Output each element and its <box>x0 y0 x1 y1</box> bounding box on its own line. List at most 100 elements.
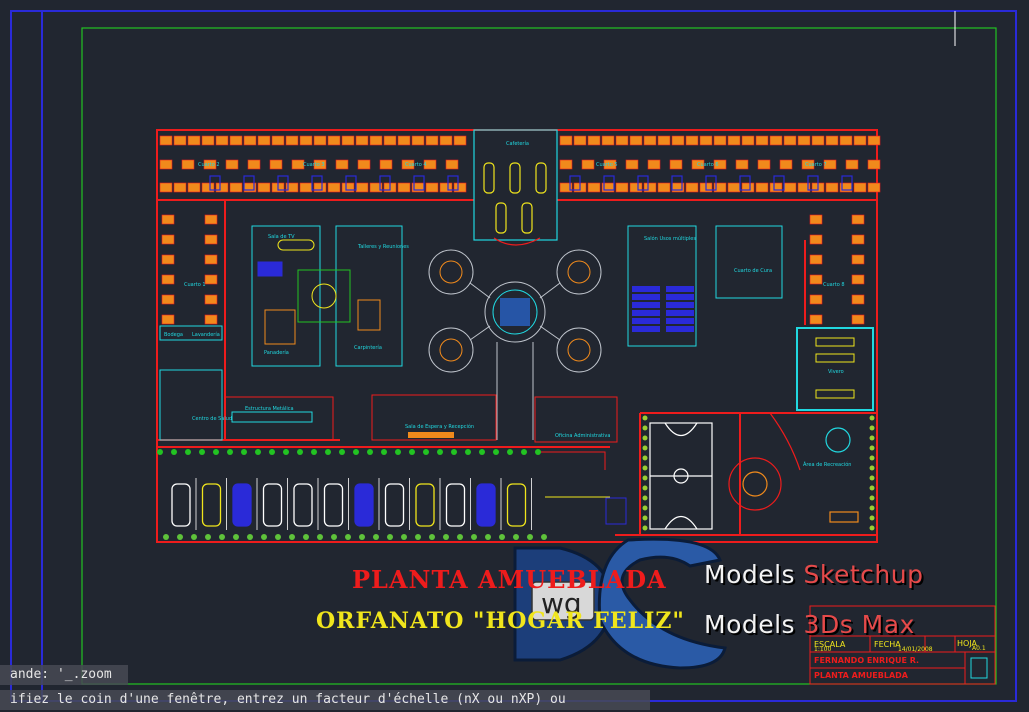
label-talleres: Talleres y Reuniones <box>357 244 409 250</box>
shrub <box>642 495 648 501</box>
bed <box>853 182 867 193</box>
bed <box>809 214 823 225</box>
bed <box>439 182 453 193</box>
bed <box>713 159 727 170</box>
bed <box>643 182 657 193</box>
shrub <box>255 449 261 455</box>
shrub <box>415 534 421 540</box>
label-cuarto-8: Cuarto 8 <box>823 282 845 288</box>
label-lavanderia: Lavandería <box>192 331 220 338</box>
bed <box>757 159 771 170</box>
shrub <box>381 449 387 455</box>
watermark-line-2: Models 3Ds Max <box>704 610 915 639</box>
bed <box>355 182 369 193</box>
bed <box>285 182 299 193</box>
bed <box>851 214 865 225</box>
bed <box>713 135 727 146</box>
bed <box>699 135 713 146</box>
locker <box>379 175 391 191</box>
title-block-hoja-label: HOJA <box>957 639 978 648</box>
bed <box>657 182 671 193</box>
bed <box>809 294 823 305</box>
locker <box>773 175 785 191</box>
locker <box>413 175 425 191</box>
bed <box>313 135 327 146</box>
locker <box>311 175 323 191</box>
seat-row <box>632 326 660 332</box>
bed <box>161 214 175 225</box>
shrub <box>185 449 191 455</box>
locker <box>739 175 751 191</box>
bed <box>601 135 615 146</box>
bed <box>201 182 215 193</box>
bed <box>357 159 371 170</box>
bed <box>783 182 797 193</box>
locker <box>209 175 221 191</box>
bed <box>425 182 439 193</box>
label-salon-usos: Salón Usos múltiples <box>644 235 696 242</box>
bed <box>203 159 217 170</box>
bed <box>215 135 229 146</box>
shrub <box>869 485 875 491</box>
shrub <box>642 505 648 511</box>
shrub <box>205 534 211 540</box>
bed <box>727 135 741 146</box>
bed <box>204 314 218 325</box>
bed <box>587 135 601 146</box>
bed <box>257 135 271 146</box>
bed <box>285 135 299 146</box>
label-oficina-admin: Oficina Administrativa <box>555 433 610 439</box>
shrub <box>642 475 648 481</box>
bed <box>851 274 865 285</box>
command-prompt-line[interactable]: ifiez le coin d'une fenêtre, entrez un f… <box>0 690 650 710</box>
bed <box>181 159 195 170</box>
bed <box>369 135 383 146</box>
shrub <box>479 449 485 455</box>
locker <box>569 175 581 191</box>
label-cuarto-7: Cuarto 7 <box>805 162 827 168</box>
bed <box>629 135 643 146</box>
shrub <box>437 449 443 455</box>
bed <box>809 274 823 285</box>
cafeteria <box>473 129 558 246</box>
label-recreacion: Área de Recreación <box>803 461 851 468</box>
bed <box>204 294 218 305</box>
seat-row <box>666 310 694 316</box>
bed <box>657 135 671 146</box>
basketball-court <box>649 422 713 530</box>
shrub <box>409 449 415 455</box>
shrub <box>373 534 379 540</box>
bed <box>615 182 629 193</box>
bed <box>445 159 459 170</box>
shrub <box>869 525 875 531</box>
seat-row <box>632 302 660 308</box>
bed <box>401 159 415 170</box>
bed <box>755 135 769 146</box>
bed <box>851 294 865 305</box>
bed <box>851 254 865 265</box>
shrub <box>869 415 875 421</box>
shrub <box>387 534 393 540</box>
shrub <box>367 449 373 455</box>
bed <box>779 159 793 170</box>
parking-car <box>323 483 344 527</box>
title-block-hoja-value: A0.1 <box>972 645 986 652</box>
parking-car <box>384 483 405 527</box>
shrub <box>157 449 163 455</box>
drawing-title: PLANTA AMUEBLADA <box>352 565 667 594</box>
shrub <box>869 475 875 481</box>
shrub <box>303 534 309 540</box>
title-block-sheet-name: PLANTA AMUEBLADA <box>814 671 908 680</box>
bed <box>587 182 601 193</box>
bed <box>291 159 305 170</box>
parking-lot <box>171 478 532 530</box>
shrub <box>869 515 875 521</box>
bed <box>161 274 175 285</box>
workshop-block <box>251 225 403 367</box>
seat-row <box>666 294 694 300</box>
label-cuarto-2: Cuarto 2 <box>198 162 220 168</box>
parking-car <box>293 483 313 527</box>
seat-row <box>632 286 660 292</box>
bed <box>845 159 859 170</box>
